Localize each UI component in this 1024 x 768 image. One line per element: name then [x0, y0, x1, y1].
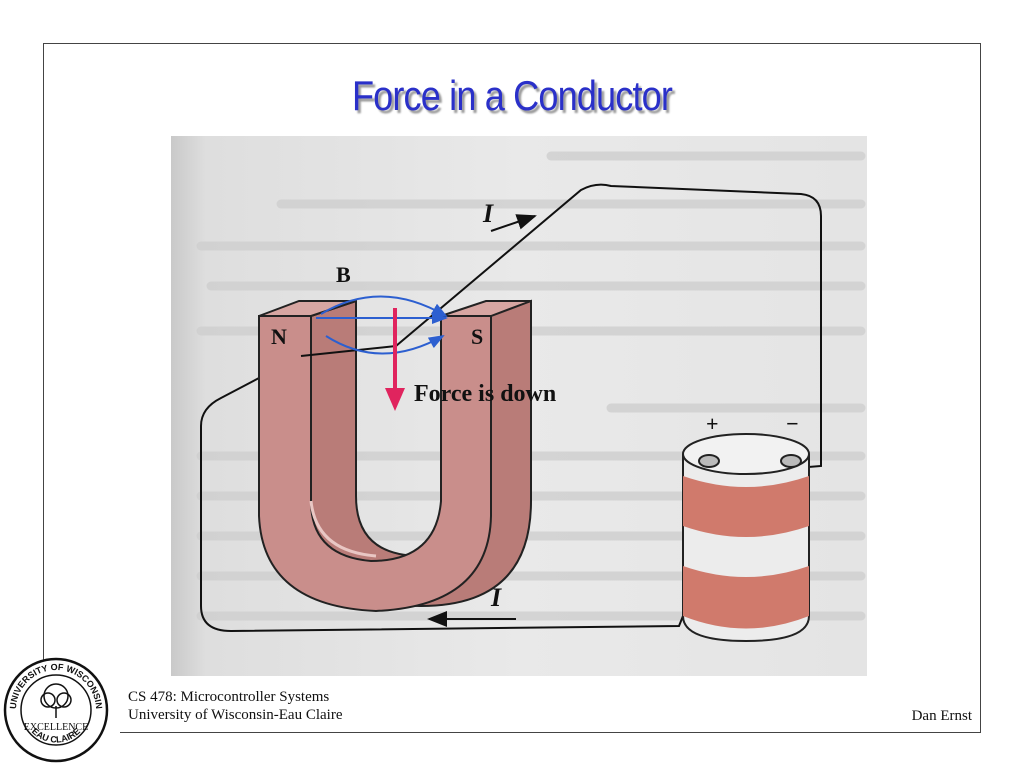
wire-between-poles — [300, 345, 397, 357]
textbook-figure: I N S B Force is down + − — [171, 136, 867, 676]
terminal-negative — [780, 454, 802, 468]
footer-rule — [120, 732, 981, 733]
minus-label: − — [786, 411, 799, 436]
terminal-positive — [698, 454, 720, 468]
course-title: CS 478: Microcontroller Systems — [128, 689, 330, 705]
footer-course-info: CS 478: Microcontroller Systems Universi… — [128, 688, 343, 724]
battery: + − — [682, 411, 810, 643]
author-name: Dan Ernst — [911, 708, 972, 724]
magnetic-field-lines — [316, 295, 448, 355]
plus-label: + — [706, 411, 719, 436]
field-label: B — [336, 262, 351, 287]
slide-frame — [43, 43, 981, 733]
u-magnet: N S — [258, 299, 532, 613]
slide-title: Force in a Conductor — [351, 72, 673, 119]
current-arrow-bottom: I — [427, 583, 516, 627]
current-arrow-top: I — [482, 199, 537, 232]
south-pole-label: S — [471, 324, 483, 349]
seal-text-center: EXCELLENCE — [24, 722, 88, 733]
north-pole-label: N — [271, 324, 287, 349]
university-name: University of Wisconsin-Eau Claire — [128, 707, 343, 723]
force-arrow — [385, 308, 405, 411]
force-label: Force is down — [414, 381, 556, 407]
tree-icon — [40, 683, 72, 718]
university-seal: UNIVERSITY OF WISCONSIN EAU CLAIRE EXCEL… — [3, 657, 109, 763]
current-label-top: I — [482, 199, 494, 228]
current-label-bottom: I — [490, 583, 502, 612]
